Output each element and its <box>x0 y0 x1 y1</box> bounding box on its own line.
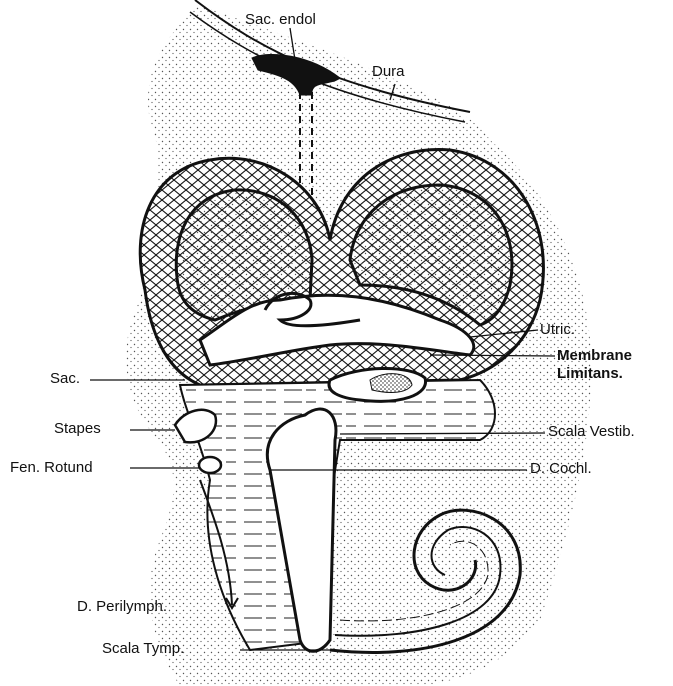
label-utric: Utric. <box>540 322 575 338</box>
label-membrane: Membrane <box>557 348 632 364</box>
label-fen-rotund: Fen. Rotund <box>10 460 93 476</box>
label-sac: Sac. <box>50 371 80 387</box>
label-dura: Dura <box>372 64 405 80</box>
label-limitans: Limitans. <box>557 366 623 382</box>
label-scala-vestib: Scala Vestib. <box>548 424 635 440</box>
label-sac-endol: Sac. endol <box>245 12 316 28</box>
label-d-cochl: D. Cochl. <box>530 461 592 477</box>
macula <box>370 374 412 393</box>
label-d-perilymph: D. Perilymph. <box>77 599 167 615</box>
fenestra-rotunda <box>199 457 221 473</box>
label-stapes: Stapes <box>54 421 101 437</box>
label-scala-tymp: Scala Tymp. <box>102 641 184 657</box>
